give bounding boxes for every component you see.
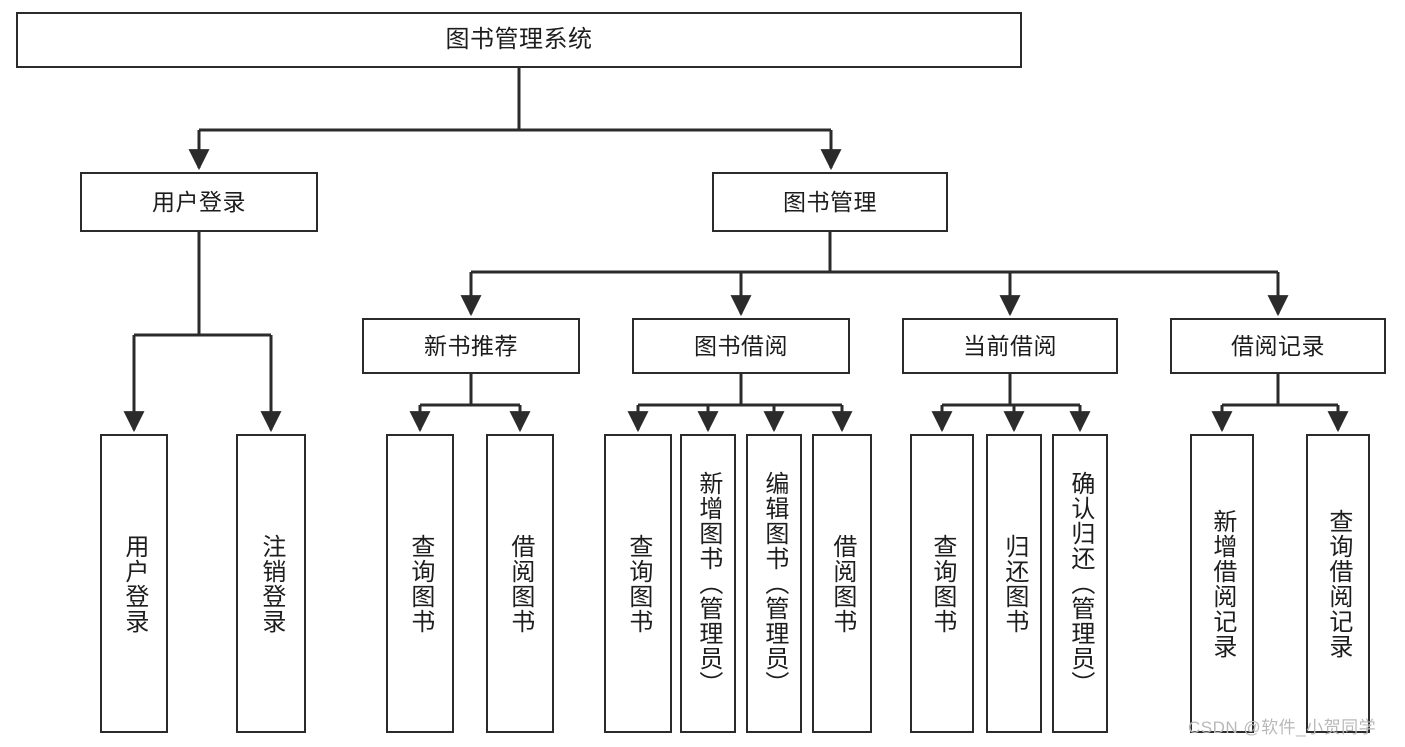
node-leaf-add-record[interactable]: 新增借阅记录	[1190, 434, 1254, 733]
node-loan-records[interactable]: 借阅记录	[1170, 318, 1386, 374]
node-leaf-add-book[interactable]: 新增图书（管理员）	[680, 434, 736, 733]
node-leaf-query-book-3[interactable]: 查询图书	[910, 434, 974, 733]
node-book-borrow[interactable]: 图书借阅	[632, 318, 850, 374]
node-leaf-user-login[interactable]: 用户登录	[100, 434, 168, 733]
node-book-manage[interactable]: 图书管理	[712, 172, 948, 232]
node-current-loans[interactable]: 当前借阅	[902, 318, 1118, 374]
node-leaf-borrow-book-2[interactable]: 借阅图书	[812, 434, 872, 733]
node-root[interactable]: 图书管理系统	[16, 12, 1022, 68]
node-leaf-user-logout[interactable]: 注销登录	[236, 434, 306, 733]
node-leaf-return-book[interactable]: 归还图书	[986, 434, 1042, 733]
node-leaf-query-record[interactable]: 查询借阅记录	[1306, 434, 1370, 733]
node-user-login[interactable]: 用户登录	[80, 172, 318, 232]
node-leaf-query-book-2[interactable]: 查询图书	[604, 434, 672, 733]
node-new-book-rec[interactable]: 新书推荐	[362, 318, 580, 374]
node-leaf-confirm-return[interactable]: 确认归还（管理员）	[1052, 434, 1108, 733]
watermark-label: CSDN @软件_小贺同学	[1188, 718, 1377, 737]
node-leaf-borrow-book-1[interactable]: 借阅图书	[486, 434, 554, 733]
node-leaf-edit-book[interactable]: 编辑图书（管理员）	[746, 434, 802, 733]
node-leaf-query-book-1[interactable]: 查询图书	[386, 434, 454, 733]
